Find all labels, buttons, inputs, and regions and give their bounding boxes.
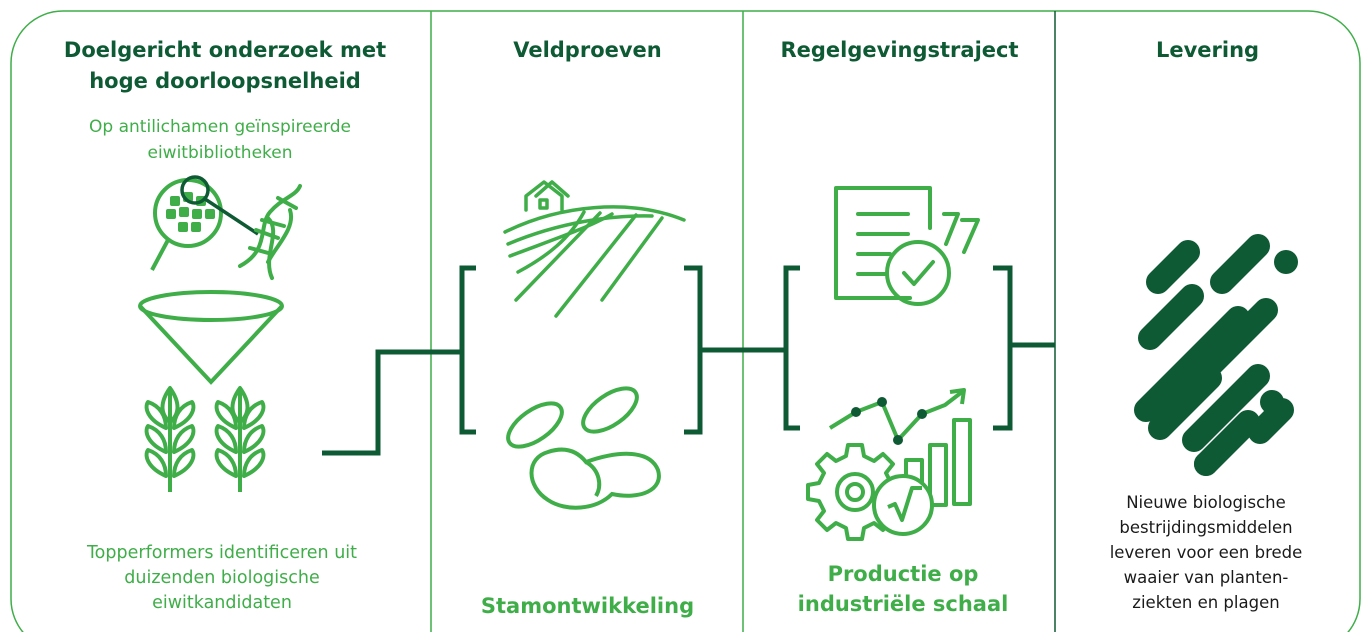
stage-1-title: Doelgericht onderzoek met hoge doorloops… xyxy=(63,38,387,93)
molecule-pattern-icon xyxy=(1134,234,1298,476)
flow-connectors xyxy=(322,265,1055,456)
microbe-cells-icon xyxy=(506,386,661,510)
stage-4-title: Levering xyxy=(1155,38,1260,62)
stage-2-title: Veldproeven xyxy=(513,38,662,62)
check-circle-icon xyxy=(872,474,934,536)
approved-document-icon xyxy=(834,186,980,306)
wheat-icon xyxy=(144,386,266,492)
stage-3-title: Regelgevingstraject xyxy=(780,38,1019,62)
stage-2-caption: Stamontwikkeling xyxy=(480,594,695,618)
dna-icon xyxy=(238,184,302,280)
stage-1-caption: Topperformers identificeren uit duizende… xyxy=(86,543,358,613)
magnifier-icon xyxy=(150,175,259,271)
stage-3-caption: Productie op industriële schaal xyxy=(797,562,1009,616)
farm-field-icon xyxy=(503,180,686,318)
stage-1-subtitle: Op antilichamen geïnspireerde eiwitbibli… xyxy=(89,117,351,163)
outer-frame xyxy=(10,10,1361,632)
stage-4-caption: Nieuwe biologische bestrijdingsmiddelen … xyxy=(1109,493,1303,612)
funnel-icon xyxy=(138,290,284,385)
gear-icon xyxy=(806,443,904,541)
growth-chart-points xyxy=(851,397,927,445)
